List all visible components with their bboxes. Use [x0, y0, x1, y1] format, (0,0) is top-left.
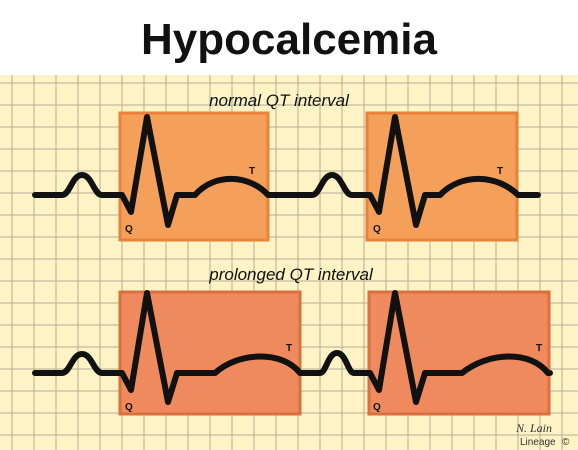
q-wave-label: Q	[373, 224, 381, 235]
t-wave-label: T	[249, 166, 255, 177]
signature-brand: Lineage	[520, 437, 556, 448]
ecg-trace-prolonged	[32, 290, 553, 405]
prolonged-qt-caption: prolonged QT interval	[208, 265, 374, 284]
t-wave-label: T	[536, 343, 542, 354]
q-wave-label: Q	[373, 402, 381, 413]
prolonged-qt-panel: prolonged QT interval Q T Q T	[32, 265, 553, 416]
copyright-icon: ©	[562, 437, 570, 448]
q-wave-label: Q	[125, 224, 133, 235]
diagram-title: Hypocalcemia	[141, 15, 437, 64]
q-wave-label: Q	[125, 402, 133, 413]
signature-name: N. Lain	[515, 421, 552, 435]
normal-qt-caption: normal QT interval	[209, 91, 350, 110]
t-wave-label: T	[286, 343, 292, 354]
normal-qt-panel: normal QT interval Q T Q T	[32, 91, 541, 242]
t-wave-label: T	[497, 166, 503, 177]
ecg-trace-normal	[32, 114, 541, 228]
artist-signature: N. Lain Lineage ©	[515, 421, 570, 448]
